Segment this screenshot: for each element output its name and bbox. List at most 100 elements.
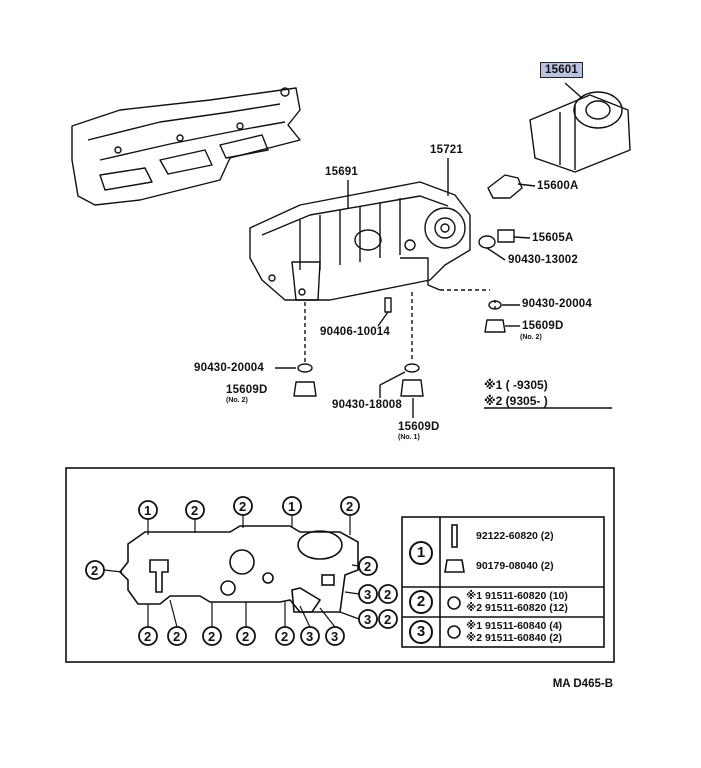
manifold-port-3 bbox=[219, 134, 269, 159]
table-row2-item2[interactable]: ※2 91511-60820 (12) bbox=[466, 602, 568, 614]
part-label-15609D-center[interactable]: 15609D bbox=[398, 421, 440, 433]
oil-cooler-port bbox=[354, 229, 382, 251]
oil-cooler-fins bbox=[299, 198, 401, 270]
gasket-bracket bbox=[291, 587, 322, 613]
manifold-edge-2 bbox=[99, 121, 286, 161]
callout-number: 2 bbox=[239, 499, 247, 514]
drain-plug-left bbox=[293, 381, 317, 397]
part-label-15605A[interactable]: 15605A bbox=[532, 232, 574, 244]
oil-filter-mount-flange bbox=[424, 207, 466, 249]
manifold-bolt bbox=[236, 122, 244, 130]
part-label-15601[interactable]: 15601 bbox=[540, 62, 583, 78]
table-row2-number: 2 bbox=[409, 590, 433, 614]
gasket-square-port bbox=[321, 574, 335, 586]
callout-number: 2 bbox=[144, 629, 152, 644]
callout-number: 2 bbox=[384, 587, 392, 602]
callout-leaders bbox=[103, 515, 360, 628]
part-label-90406-10014[interactable]: 90406-10014 bbox=[320, 326, 390, 338]
callout-number: 2 bbox=[242, 629, 250, 644]
gasket-port-small bbox=[262, 572, 274, 584]
gasket-20004-right bbox=[488, 300, 502, 310]
oil-filter-mount-hole bbox=[440, 223, 450, 233]
part-label-15691[interactable]: 15691 bbox=[325, 166, 358, 178]
callout-number: 1 bbox=[288, 499, 296, 514]
gasket-t-slot bbox=[149, 559, 169, 593]
oil-filter-mount-center bbox=[434, 217, 456, 239]
callout-number: 2 bbox=[173, 629, 181, 644]
bolt-location-panel bbox=[65, 467, 615, 663]
drain-plug-right bbox=[484, 319, 506, 333]
part-label-15721[interactable]: 15721 bbox=[430, 144, 463, 156]
manifold-bolt bbox=[176, 134, 184, 142]
part-label-90430-13002[interactable]: 90430-13002 bbox=[508, 254, 578, 266]
diagram-code: MA D465-B bbox=[552, 678, 613, 690]
part-sublabel-15609D-center: (No. 1) bbox=[398, 434, 420, 441]
part-label-90430-18008[interactable]: 90430-18008 bbox=[332, 399, 402, 411]
gasket-port bbox=[229, 549, 255, 575]
table-row3-item1[interactable]: ※1 91511-60840 (4) bbox=[466, 620, 563, 632]
nut-icon bbox=[444, 559, 465, 573]
cooler-drain bbox=[400, 257, 441, 291]
manifold-outline bbox=[71, 87, 301, 206]
callout-number: 2 bbox=[364, 559, 372, 574]
bolt-head-icon bbox=[447, 596, 461, 610]
cooler-bolt bbox=[404, 239, 416, 251]
table-row1-item2[interactable]: 90179-08040 (2) bbox=[476, 560, 554, 572]
oil-filter-center bbox=[585, 100, 611, 120]
cooler-bolt bbox=[298, 288, 306, 296]
leader-10014 bbox=[377, 311, 389, 327]
manifold-edge bbox=[87, 103, 281, 141]
manifold-port-2 bbox=[159, 149, 213, 175]
part-label-15609D-left[interactable]: 15609D bbox=[226, 384, 268, 396]
stud-icon bbox=[451, 524, 458, 548]
gasket-18008 bbox=[404, 363, 420, 373]
part-sublabel-15609D-right: (No. 2) bbox=[520, 334, 542, 341]
callout-number: 2 bbox=[384, 612, 392, 627]
relief-valve-plug bbox=[497, 229, 515, 243]
cooler-outlet-pipe bbox=[291, 261, 321, 301]
table-row3-item2[interactable]: ※2 91511-60840 (2) bbox=[466, 632, 563, 644]
table-row3-number: 3 bbox=[409, 620, 433, 644]
manifold-bolt bbox=[114, 146, 122, 154]
callout-number: 2 bbox=[191, 503, 199, 518]
gasket-outline bbox=[118, 525, 359, 613]
manifold-bolt bbox=[280, 87, 290, 97]
part-label-15600A[interactable]: 15600A bbox=[537, 180, 579, 192]
leader-15601 bbox=[564, 82, 583, 99]
callout-number: 3 bbox=[331, 629, 339, 644]
table-row1-number: 1 bbox=[409, 541, 433, 565]
oil-filter-body bbox=[529, 94, 631, 173]
table-row1-item1[interactable]: 92122-60820 (2) bbox=[476, 530, 554, 542]
bolt-head-icon bbox=[447, 625, 461, 639]
oil-cooler-body bbox=[249, 181, 471, 301]
table-row2-item1[interactable]: ※1 91511-60820 (10) bbox=[466, 590, 568, 602]
part-label-15609D-right[interactable]: 15609D bbox=[522, 320, 564, 332]
callout-number: 1 bbox=[144, 503, 152, 518]
gasket-13002 bbox=[478, 235, 496, 249]
callout-number: 3 bbox=[364, 612, 372, 627]
oil-pressure-switch bbox=[487, 174, 523, 199]
leader-13002 bbox=[486, 247, 506, 261]
callout-number: 3 bbox=[364, 587, 372, 602]
part-sublabel-15609D-left: (No. 2) bbox=[226, 397, 248, 404]
part-label-90430-20004-left[interactable]: 90430-20004 bbox=[194, 362, 264, 374]
note-type-1: ※1 ( -9305) bbox=[484, 378, 548, 392]
callout-number: 2 bbox=[281, 629, 289, 644]
oil-cooler-edge bbox=[261, 195, 449, 236]
callout-number: 2 bbox=[346, 499, 354, 514]
part-label-90430-20004-right[interactable]: 90430-20004 bbox=[522, 298, 592, 310]
leader-15605A bbox=[513, 236, 531, 239]
pin-10014 bbox=[384, 297, 392, 313]
gasket-20004-left bbox=[297, 363, 313, 373]
gasket-port-small bbox=[220, 580, 236, 596]
cooler-bolt bbox=[268, 274, 276, 282]
note-type-2: ※2 (9305- ) bbox=[484, 394, 548, 408]
drain-plug-center bbox=[400, 379, 424, 397]
callout-number: 2 bbox=[91, 563, 99, 578]
bolt-table bbox=[401, 516, 605, 648]
manifold-port-1 bbox=[99, 167, 153, 191]
oil-filter-top bbox=[573, 91, 623, 129]
leader-18008 bbox=[379, 371, 406, 386]
callout-number: 2 bbox=[208, 629, 216, 644]
